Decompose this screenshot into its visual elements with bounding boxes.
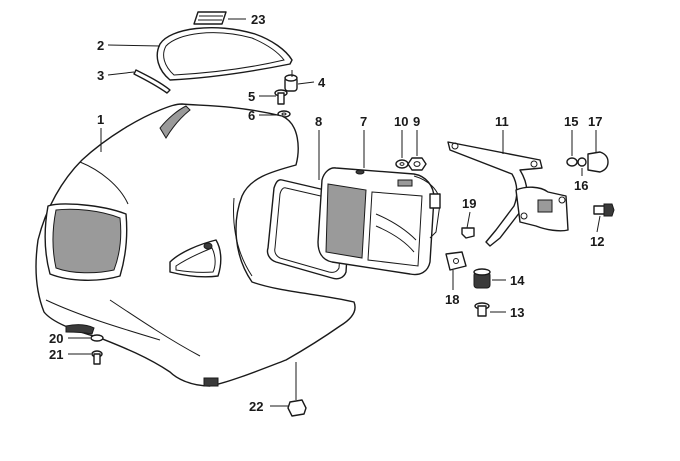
part-10-washer [395, 159, 409, 169]
part-17-cap-nut [587, 151, 609, 173]
part-14-rubber-bushing [473, 268, 491, 289]
part-11-bracket [447, 141, 569, 247]
part-7-headlight-unit [317, 167, 441, 276]
callout-15: 15 [564, 114, 578, 129]
callout-labels: 23 2 3 4 5 6 1 8 7 10 9 11 15 17 16 19 1… [49, 12, 604, 414]
callout-2: 2 [97, 38, 104, 53]
leader-lines [68, 18, 601, 407]
callout-21: 21 [49, 347, 63, 362]
callout-18: 18 [445, 292, 459, 307]
part-4-grommet [284, 74, 298, 92]
callout-7: 7 [360, 114, 367, 129]
part-3-trim-strip [133, 69, 171, 94]
callout-16: 16 [574, 178, 588, 193]
callout-10: 10 [394, 114, 408, 129]
callout-22: 22 [249, 399, 263, 414]
callout-12: 12 [590, 234, 604, 249]
part-1-fairing-body [35, 103, 356, 387]
callout-14: 14 [510, 273, 525, 288]
part-22-nut [287, 399, 307, 417]
callout-17: 17 [588, 114, 602, 129]
part-2-windscreen [156, 26, 293, 81]
part-9-nut [407, 157, 427, 171]
part-18-clip [445, 251, 467, 271]
callout-19: 19 [462, 196, 476, 211]
callout-3: 3 [97, 68, 104, 83]
callout-11: 11 [495, 114, 509, 129]
part-5-screw [274, 89, 288, 105]
callout-23: 23 [251, 12, 265, 27]
callout-13: 13 [510, 305, 524, 320]
part-16-spring-washer [577, 157, 587, 167]
callout-4: 4 [318, 75, 326, 90]
callout-9: 9 [413, 114, 420, 129]
callout-20: 20 [49, 331, 63, 346]
part-15-washer [566, 157, 578, 167]
part-20-washer [90, 334, 104, 342]
part-12-bolt [593, 203, 615, 217]
part-19-clip-nut [461, 227, 475, 239]
part-21-screw [91, 350, 103, 365]
callout-8: 8 [315, 114, 322, 129]
part-23-label-plate [193, 11, 227, 25]
callout-5: 5 [248, 89, 255, 104]
callout-6: 6 [248, 108, 255, 123]
callout-1: 1 [97, 112, 104, 127]
part-13-bolt [474, 302, 490, 317]
